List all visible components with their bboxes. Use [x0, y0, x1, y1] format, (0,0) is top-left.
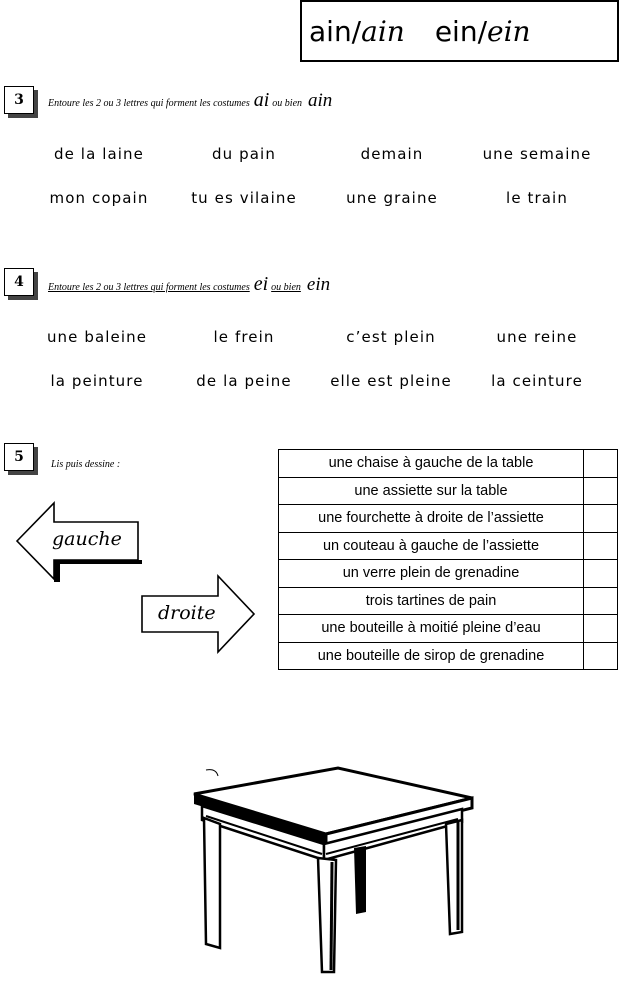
table-row: une fourchette à droite de l’assiette — [278, 504, 618, 533]
title-ein-print: ein/ — [434, 14, 487, 48]
exercise-3-connector: ou bien — [272, 98, 303, 109]
exercise-4-connector: ou bien — [271, 282, 301, 293]
instruction-cell: une bouteille de sirop de grenadine — [278, 641, 584, 670]
table-drawing[interactable] — [186, 764, 476, 976]
exercise-4-option-a: ei — [253, 273, 269, 295]
word[interactable]: le train — [506, 189, 568, 207]
word[interactable]: mon copain — [49, 189, 149, 207]
table-row: une chaise à gauche de la table — [278, 449, 618, 478]
exercise-5-badge: 5 — [4, 443, 34, 471]
drawing-instructions-table: une chaise à gauche de la table une assi… — [278, 449, 618, 670]
table-row: trois tartines de pain — [278, 586, 618, 615]
droite-label: droite — [158, 602, 216, 624]
check-cell[interactable] — [583, 559, 618, 588]
instruction-cell: un couteau à gauche de l’assiette — [278, 531, 584, 560]
exercise-3-instruction: Entoure les 2 ou 3 lettres qui forment l… — [48, 89, 332, 112]
title-ain-print: ain/ — [309, 14, 362, 48]
droite-arrow: droite — [140, 573, 258, 655]
instruction-cell: trois tartines de pain — [278, 586, 584, 615]
instruction-cell: une chaise à gauche de la table — [278, 449, 584, 478]
word[interactable]: le frein — [213, 328, 275, 346]
title-ain-cursive: ain — [361, 14, 405, 48]
check-cell[interactable] — [583, 449, 618, 478]
word[interactable]: tu es vilaine — [191, 189, 297, 207]
table-row: une bouteille à moitié pleine d’eau — [278, 614, 618, 643]
check-cell[interactable] — [583, 504, 618, 533]
gauche-label: gauche — [52, 528, 122, 550]
check-cell[interactable] — [583, 531, 618, 560]
exercise-4-instruction: Entoure les 2 ou 3 lettres qui forment l… — [48, 273, 330, 296]
title-ein-cursive: ein — [487, 14, 531, 48]
word[interactable]: la ceinture — [491, 372, 583, 390]
word[interactable]: du pain — [212, 145, 276, 163]
table-row: un couteau à gauche de l’assiette — [278, 531, 618, 560]
exercise-4-option-b: ein — [306, 274, 331, 295]
title-ein: ein/ein — [435, 15, 531, 48]
left-arrow-icon — [15, 501, 142, 583]
table-illustration-icon — [193, 766, 474, 974]
exercise-3-option-a: ai — [253, 89, 270, 111]
word[interactable]: une semaine — [482, 145, 592, 163]
check-cell[interactable] — [583, 586, 618, 615]
table-row: une assiette sur la table — [278, 476, 618, 505]
title-box: ain/ain ein/ein — [300, 0, 619, 62]
exercise-3-badge: 3 — [4, 86, 34, 114]
instruction-cell: une assiette sur la table — [278, 476, 584, 505]
word[interactable]: c’est plein — [346, 328, 436, 346]
exercise-3-option-b: ain — [308, 90, 333, 111]
word[interactable]: une baleine — [46, 328, 148, 346]
exercise-3-instruction-text: Entoure les 2 ou 3 lettres qui forment l… — [48, 98, 250, 109]
exercise-4-badge: 4 — [4, 268, 34, 296]
word[interactable]: la peinture — [50, 372, 144, 390]
instruction-cell: un verre plein de grenadine — [278, 559, 584, 588]
title-ain: ain/ain — [309, 15, 405, 48]
instruction-cell: une bouteille à moitié pleine d’eau — [278, 614, 584, 643]
word[interactable]: une graine — [346, 189, 438, 207]
instruction-cell: une fourchette à droite de l’assiette — [278, 504, 584, 533]
check-cell[interactable] — [583, 614, 618, 643]
check-cell[interactable] — [583, 641, 618, 670]
word[interactable]: de la laine — [53, 145, 144, 163]
check-cell[interactable] — [583, 476, 618, 505]
exercise-4-instruction-text: Entoure les 2 ou 3 lettres qui forment l… — [48, 282, 250, 293]
word[interactable]: elle est pleine — [330, 372, 452, 390]
exercise-5-instruction: Lis puis dessine : — [51, 459, 120, 470]
word[interactable]: une reine — [496, 328, 578, 346]
word[interactable]: demain — [360, 145, 424, 163]
exercise-5-instruction-text: Lis puis dessine : — [51, 459, 121, 470]
right-arrow-icon — [141, 573, 256, 655]
table-row: une bouteille de sirop de grenadine — [278, 641, 618, 670]
table-row: un verre plein de grenadine — [278, 559, 618, 588]
gauche-arrow: gauche — [14, 500, 144, 583]
word[interactable]: de la peine — [196, 372, 292, 390]
